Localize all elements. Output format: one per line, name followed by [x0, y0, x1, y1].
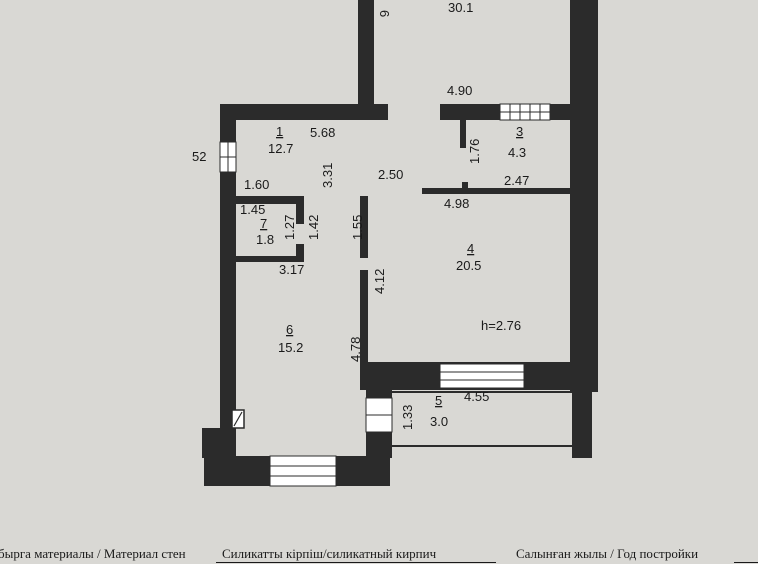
- room1-number: 1: [276, 124, 283, 139]
- dim-r3-width: 2.47: [504, 173, 529, 188]
- dim-r1-side: 1.60: [244, 177, 269, 192]
- windows: [219, 103, 551, 487]
- wall-material-label: быргa материалы / Материал стен: [0, 546, 186, 561]
- right-outer-wall: [570, 0, 598, 392]
- room7-top-wall: [236, 196, 302, 204]
- room7-bottom-wall: [236, 256, 304, 262]
- dim-r7-right: 1.27: [282, 215, 297, 240]
- window-room4: [439, 363, 525, 389]
- dim-r5-height: 1.33: [400, 405, 415, 430]
- room7-right-wall-upper: [296, 196, 304, 224]
- dim-r4-top: 4.98: [444, 196, 469, 211]
- dim-left-edge: 52: [192, 149, 206, 164]
- room5-area: 3.0: [430, 414, 448, 429]
- window-mullions: [220, 104, 550, 477]
- left-wall-upper: [220, 104, 236, 142]
- room7-right-wall-lower: [296, 244, 304, 262]
- window-room6: [269, 455, 337, 487]
- balcony-right-wall: [572, 390, 592, 458]
- footer: быргa материалы / Материал стен Силикатт…: [0, 544, 758, 564]
- balcony-outline: [392, 391, 572, 447]
- room3-bottom-wall: [422, 188, 570, 194]
- upper-unit-left-wall: [358, 0, 374, 110]
- room6-right-wall: [360, 270, 368, 390]
- dim-r4-left: 4.12: [372, 269, 387, 294]
- room4-number: 4: [467, 241, 474, 256]
- room6-area: 15.2: [278, 340, 303, 355]
- upper-unit-area: 30.1: [448, 0, 473, 15]
- dim-r7-height: 1.42: [306, 215, 321, 240]
- room7-area: 1.8: [256, 232, 274, 247]
- left-wall-corner: [202, 428, 236, 458]
- construction-year-label: Салынған жылы / Год постройки: [516, 546, 699, 561]
- dim-r5-width: 4.55: [464, 389, 489, 404]
- room4-area: 20.5: [456, 258, 481, 273]
- dim-r1-height: 3.31: [320, 163, 335, 188]
- floor-plan: 6 30.1 4.90 1 12.7 5.68 52 3.31 1.60 2.5…: [192, 0, 598, 487]
- room3-number: 3: [516, 124, 523, 139]
- room3-area: 4.3: [508, 145, 526, 160]
- wall-material-value: Силикатты кірпіш/силикатный кирпич: [222, 546, 437, 561]
- room6-number: 6: [286, 322, 293, 337]
- construction-year-field: [734, 546, 758, 563]
- dim-r6-top: 3.17: [279, 262, 304, 277]
- dim-r6-right: 4.78: [348, 337, 363, 362]
- dim-r1-width: 5.68: [310, 125, 335, 140]
- room3-wall-stub: [462, 182, 468, 190]
- dim-r3-height: 1.76: [467, 139, 482, 164]
- hall-partition-upper: [360, 196, 368, 258]
- room7-number: 7: [260, 216, 267, 231]
- room5-number: 5: [435, 393, 442, 408]
- upper-unit-fragment: 6: [377, 10, 392, 17]
- dim-r7-top: 1.45: [240, 202, 265, 217]
- top-wall-left: [220, 104, 388, 120]
- room1-area: 12.7: [268, 141, 293, 156]
- room3-left-wall: [460, 120, 466, 148]
- dim-hall-height: 1.55: [350, 215, 365, 240]
- wall-material-field: Силикатты кірпіш/силикатный кирпич: [216, 546, 496, 563]
- dim-hall-width: 2.50: [378, 167, 403, 182]
- left-wall-lower: [220, 172, 236, 430]
- upper-unit-dim: 4.90: [447, 83, 472, 98]
- ceiling-height: h=2.76: [481, 318, 521, 333]
